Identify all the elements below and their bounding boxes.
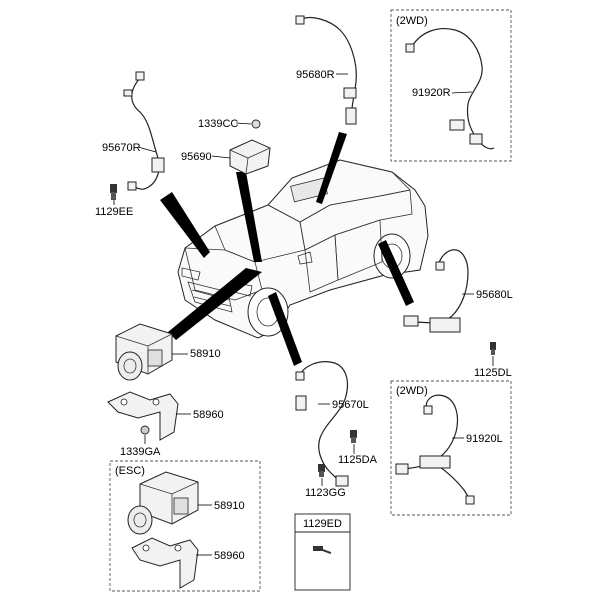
label-58960-upper: 58960 [193,409,224,421]
bolt-1129ed-icon [313,546,332,554]
label-91920L: 91920L [466,433,503,445]
label-95680R: 95680R [296,69,335,81]
hecu-58910-icon [115,323,173,381]
label-95690: 95690 [181,151,212,163]
label-1339CC: 1339CC [198,118,238,130]
pointer-arrow-module-95690 [236,172,262,262]
box-2wd-bottom [390,380,512,516]
bolt-1123GG-icon [318,464,325,477]
label-58910-upper: 58910 [190,348,221,360]
pointer-arrow-front-right-sensor [160,192,210,258]
hecu-58910-esc-icon [127,471,199,535]
leader-95670R [137,146,157,153]
sensor-95680L-icon [403,249,469,333]
label-91920R: 91920R [412,87,451,99]
sensor-95670R-icon [123,71,165,191]
sensor-95670L-icon [295,361,349,487]
label-58910-esc: 58910 [214,500,245,512]
bolt-1125DL-icon [490,342,496,355]
leader-1339CC [235,122,252,125]
box-2wd-bottom-title: (2WD) [396,385,428,397]
box-2wd-top [390,9,512,162]
sensor-91920L-icon [395,394,475,505]
label-95670R: 95670R [102,142,141,154]
box-esc [109,460,261,592]
vehicle-illustration [177,159,429,339]
pointer-arrow-front-left-sensor [268,292,302,366]
label-1125DA: 1125DA [338,454,378,466]
label-95670L: 95670L [332,399,369,411]
label-1129EE: 1129EE [95,206,133,218]
pointer-arrow-rear-left-sensor [378,240,414,306]
bolt-1125DA-icon [350,430,357,443]
bracket-58960-esc-icon [131,537,199,589]
sensor-95680R-icon [295,15,357,125]
label-1123GG: 1123GG [305,487,346,499]
label-58960-esc: 58960 [214,550,245,562]
module-95690-icon [229,119,271,175]
box-1129ed [294,513,351,591]
box-esc-title: (ESC) [115,465,145,477]
sensor-91920R-icon [405,28,495,150]
pointer-arrow-rear-right-sensor [316,132,347,204]
leader-95690 [211,155,231,159]
nut-1339GA-icon [140,425,150,435]
label-95680L: 95680L [476,289,513,301]
box-2wd-top-title: (2WD) [396,15,428,27]
label-1129ED: 1129ED [303,518,342,530]
label-1339GA: 1339GA [120,446,161,458]
pointer-arrow-hecu [168,268,262,340]
leader-91920R [451,91,473,94]
bolt-1129EE-icon [110,184,117,200]
label-1125DL: 1125DL [474,367,512,379]
bracket-58960-icon [107,391,179,441]
